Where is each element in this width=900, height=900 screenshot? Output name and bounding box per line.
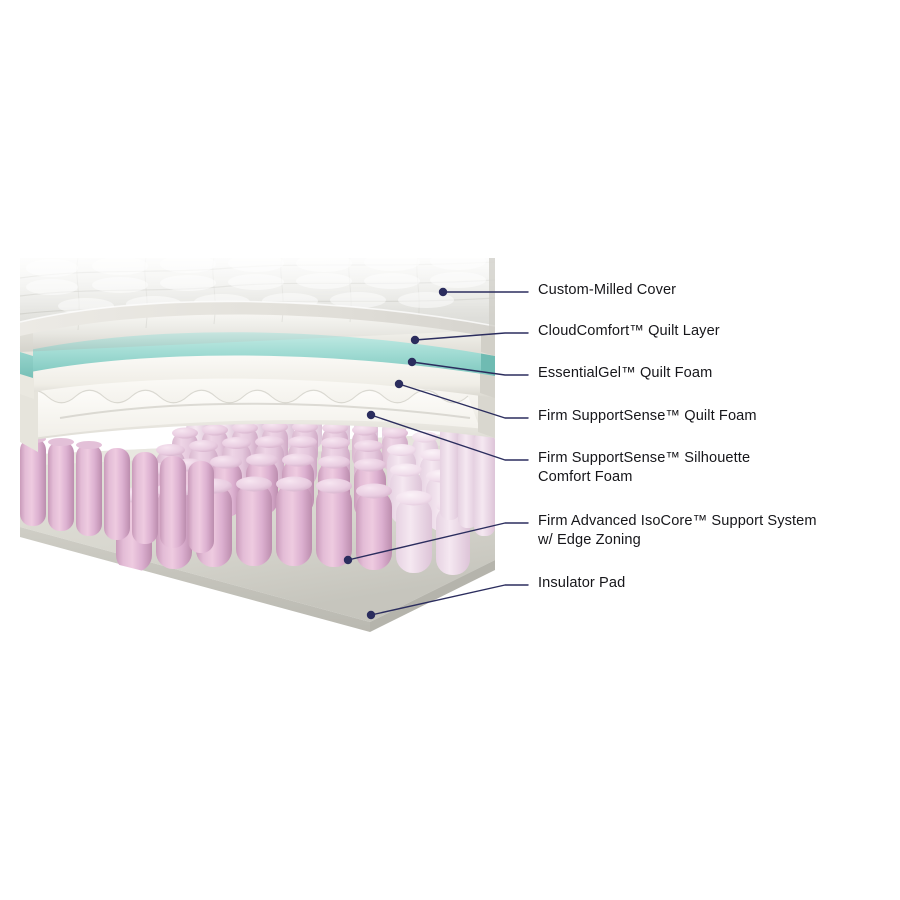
leader-line-firm-advanced-isocore-support-system	[347, 522, 529, 561]
callout-dot-firm-supportsense-quilt-foam[interactable]	[394, 379, 404, 389]
coil-edge-zone-right	[440, 424, 495, 536]
callout-label-essentialgel-quilt-foam: EssentialGel™ Quilt Foam	[538, 365, 713, 381]
callout-dot-cloudcomfort-quilt[interactable]	[410, 335, 420, 345]
callout-dot-essentialgel-quilt-foam[interactable]	[407, 357, 417, 367]
leader-line-insulator-pad	[370, 584, 529, 616]
callout-dot-firm-advanced-isocore-support-system[interactable]	[343, 555, 353, 565]
layer-isocore-coil-support-system	[20, 403, 495, 575]
leader-line-essentialgel-quilt-foam	[411, 361, 529, 376]
callout-label-firm-supportsense-quilt-foam: Firm SupportSense™ Quilt Foam	[538, 408, 757, 424]
callout-label-firm-supportsense-silhouette-comfort-foam: Firm SupportSense™ Silhouette Comfort Fo…	[538, 450, 751, 485]
callout-dot-insulator-pad[interactable]	[366, 610, 376, 620]
callout-dot-cover[interactable]	[438, 287, 448, 297]
leader-line-cloudcomfort-quilt	[414, 332, 529, 341]
callout-leader-lines	[343, 287, 529, 620]
coil-edge-zone-left	[20, 435, 214, 553]
callout-label-firm-advanced-isocore-support-system: Firm Advanced IsoCore™ Support System w/…	[538, 513, 817, 548]
leader-line-firm-supportsense-quilt-foam	[398, 383, 529, 419]
callout-label-cloudcomfort-quilt: CloudComfort™ Quilt Layer	[538, 323, 720, 339]
leader-line-firm-supportsense-silhouette-comfort-foam	[370, 414, 529, 461]
callout-dot-firm-supportsense-silhouette-comfort-foam[interactable]	[366, 410, 376, 420]
callout-label-cover: Custom-Milled Cover	[538, 282, 677, 298]
callout-label-insulator-pad: Insulator Pad	[538, 575, 626, 591]
